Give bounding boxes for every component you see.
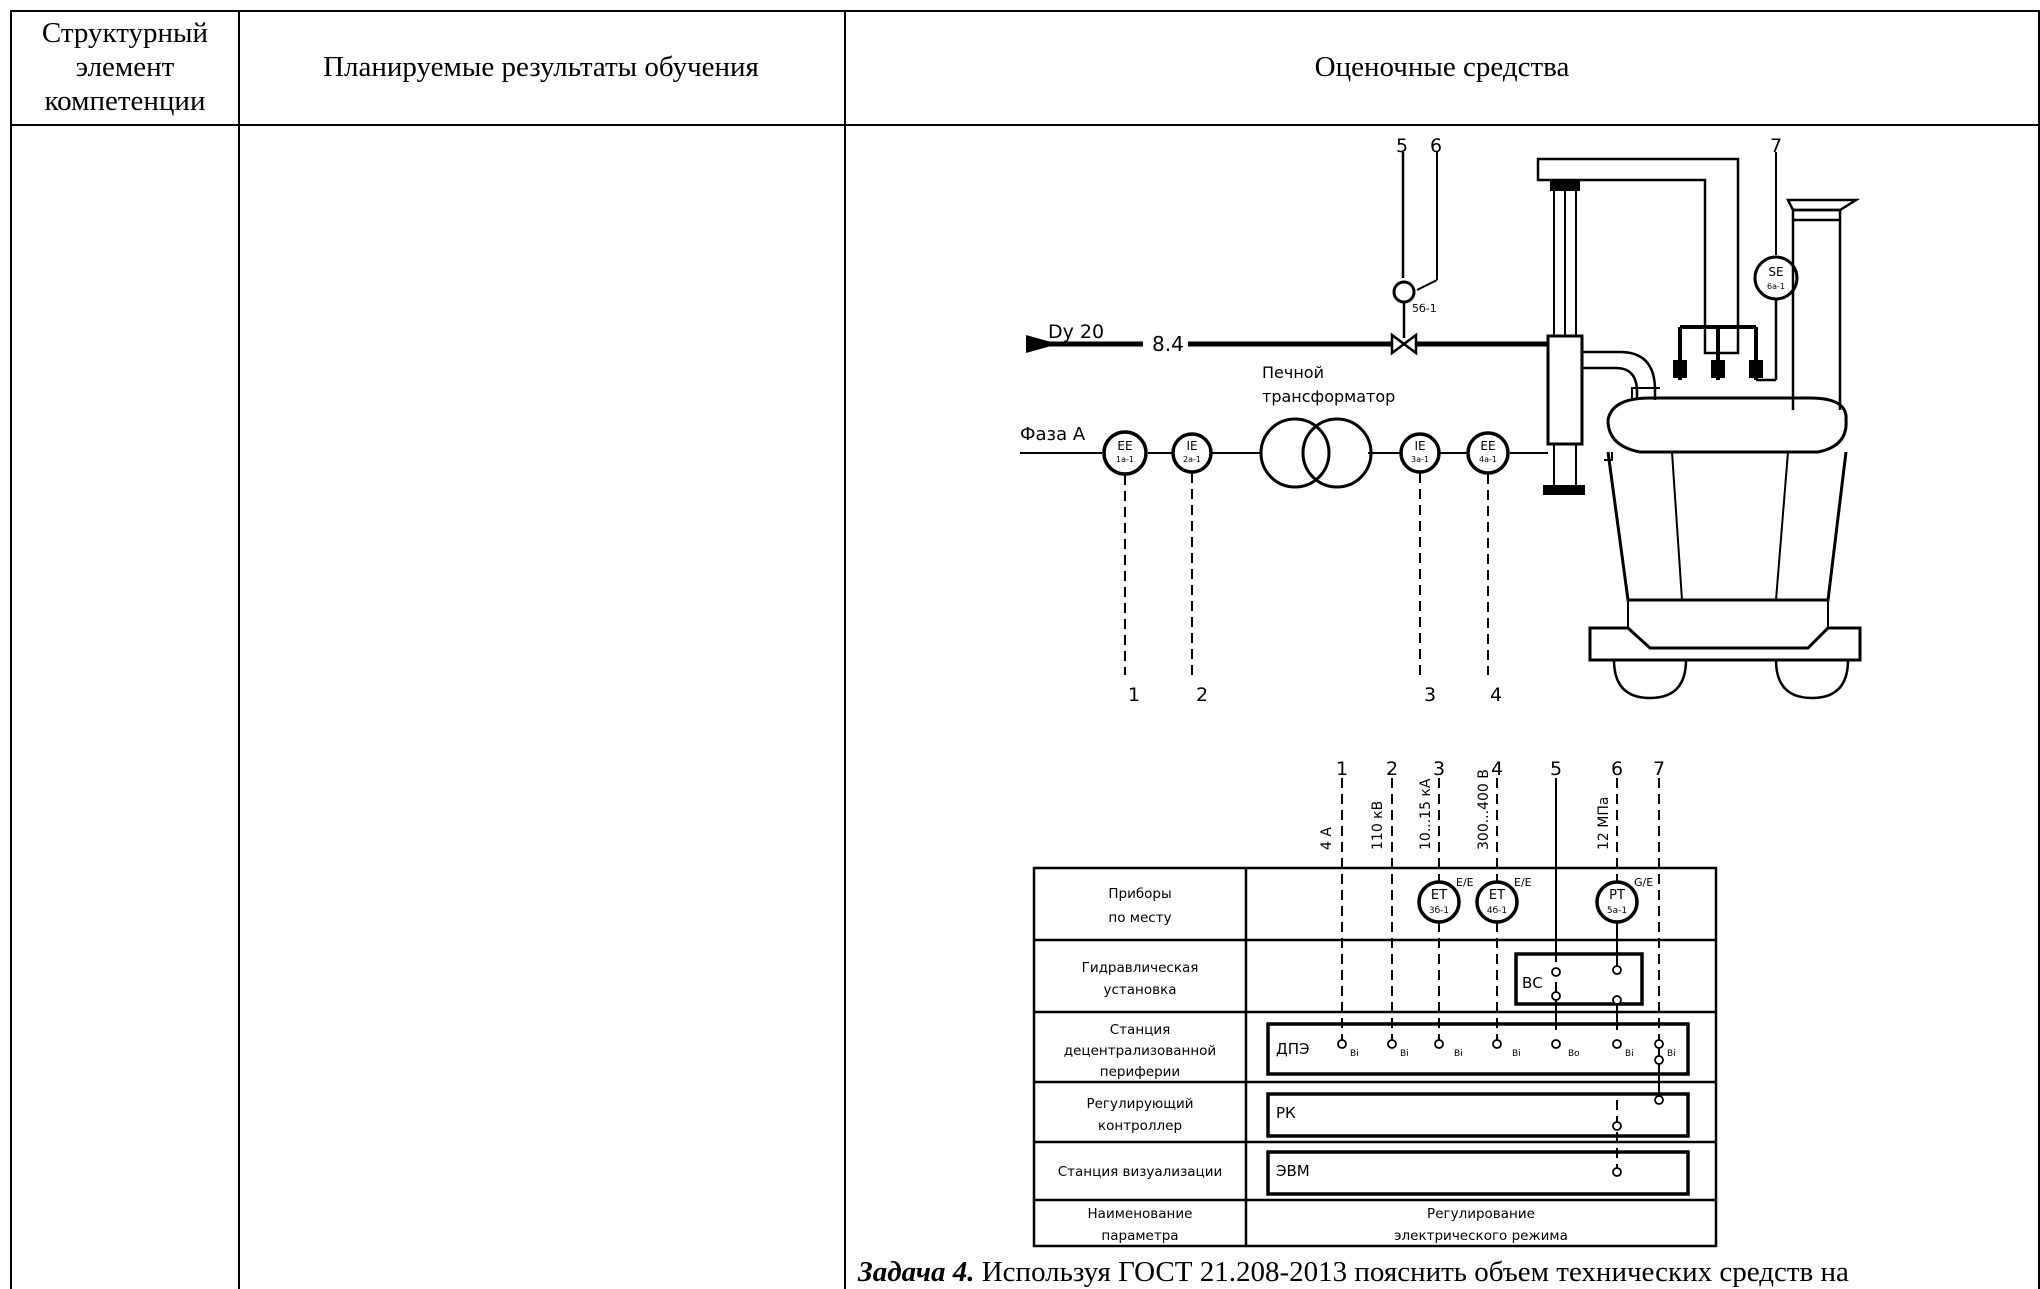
task-4-body: Используя ГОСТ 21.208-2013 пояснить объе… bbox=[974, 1256, 1849, 1288]
line-number-2: 2 bbox=[1386, 758, 1398, 780]
instrument-ie-2-code: IE bbox=[1186, 439, 1197, 453]
parameter-value-2: 110 кВ bbox=[1370, 801, 1386, 850]
callout-3: 3 bbox=[1424, 684, 1436, 706]
instrument-ie-3-code: IE bbox=[1414, 439, 1425, 453]
line-number-1: 1 bbox=[1336, 758, 1348, 780]
row-field-instruments-l1: Приборы bbox=[1108, 886, 1171, 902]
io-type-1: Bi bbox=[1350, 1049, 1359, 1059]
transformer-label-line2: трансформатор bbox=[1262, 387, 1395, 406]
field-instrument-pt-pos: 5а-1 bbox=[1607, 906, 1627, 916]
instrument-ee-1-pos: 1а-1 bbox=[1116, 455, 1134, 464]
line-number-6: 6 bbox=[1611, 758, 1623, 780]
column-divider-1 bbox=[238, 12, 240, 1289]
instrument-ee-4-pos: 4а-1 bbox=[1479, 455, 1497, 464]
field-instrument-pt-code: PT bbox=[1609, 888, 1625, 903]
instrument-ee-4-code: EE bbox=[1480, 439, 1495, 453]
header-assessment-tools: Оценочные средства bbox=[1314, 51, 1570, 84]
instrument-se-pos: 6а-1 bbox=[1767, 282, 1785, 291]
row-hydraulic-l1: Гидравлическая bbox=[1082, 960, 1199, 976]
parameter-value-5: 12 МПа bbox=[1596, 797, 1612, 850]
rk-label: РК bbox=[1276, 1104, 1296, 1122]
io-type-3: Bi bbox=[1454, 1049, 1463, 1059]
instrument-ie-3-pos: 3а-1 bbox=[1411, 455, 1429, 464]
field-instrument-et-2-pos: 4б-1 bbox=[1487, 906, 1507, 916]
row-controller-l1: Регулирующий bbox=[1086, 1096, 1193, 1112]
header-structural-element: Структурный элемент компетенции bbox=[41, 17, 209, 117]
header-divider bbox=[12, 124, 2038, 126]
document-table bbox=[10, 10, 2040, 1289]
line-number-5: 5 bbox=[1550, 758, 1562, 780]
pipe-number-label: 8.4 bbox=[1152, 332, 1184, 356]
field-instrument-et-1-code: ET bbox=[1431, 888, 1447, 903]
row-controller-l2: контроллер bbox=[1098, 1118, 1182, 1134]
callout-4: 4 bbox=[1490, 684, 1502, 706]
line-number-4: 4 bbox=[1491, 758, 1503, 780]
header-learning-outcomes: Планируемые результаты обучения bbox=[323, 51, 759, 84]
line-number-7: 7 bbox=[1653, 758, 1665, 780]
callout-5: 5 bbox=[1396, 135, 1408, 157]
evm-label: ЭВМ bbox=[1276, 1162, 1310, 1180]
io-type-2: Bi bbox=[1400, 1049, 1409, 1059]
transformer-label-line1: Печной bbox=[1262, 363, 1324, 382]
row-station-l3: периферии bbox=[1100, 1064, 1180, 1080]
parameter-name-l2: электрического режима bbox=[1394, 1228, 1568, 1244]
io-type-6: Bi bbox=[1625, 1049, 1634, 1059]
instrument-se-code: SE bbox=[1768, 265, 1783, 279]
io-type-4: Bi bbox=[1512, 1049, 1521, 1059]
instrument-ie-2-pos: 2а-1 bbox=[1183, 455, 1201, 464]
callout-2: 2 bbox=[1196, 684, 1208, 706]
column-divider-2 bbox=[844, 12, 846, 1289]
valve-position-label: 5б-1 bbox=[1412, 302, 1437, 315]
row-parameter-name-l2: параметра bbox=[1101, 1228, 1178, 1244]
phase-label: Фаза А bbox=[1020, 424, 1086, 445]
callout-6: 6 bbox=[1430, 135, 1442, 157]
parameter-value-1: 4 А bbox=[1319, 827, 1335, 850]
task-4-label: Задача 4. bbox=[858, 1256, 975, 1288]
instrument-ee-1-code: EE bbox=[1117, 439, 1132, 453]
row-station-l1: Станция bbox=[1110, 1022, 1170, 1038]
row-visualization: Станция визуализации bbox=[1058, 1164, 1223, 1180]
task-4-text: Задача 4. Используя ГОСТ 21.208-2013 поя… bbox=[858, 1256, 1849, 1289]
field-instrument-et-2-signal: E/E bbox=[1514, 876, 1532, 889]
row-field-instruments-l2: по месту bbox=[1108, 910, 1171, 926]
io-type-7: Bi bbox=[1667, 1049, 1676, 1059]
parameter-name-l1: Регулирование bbox=[1427, 1206, 1535, 1222]
line-number-3: 3 bbox=[1433, 758, 1445, 780]
field-instrument-et-2-code: ET bbox=[1489, 888, 1505, 903]
row-parameter-name-l1: Наименование bbox=[1088, 1206, 1193, 1222]
callout-7: 7 bbox=[1770, 135, 1782, 157]
io-type-5: Bo bbox=[1568, 1049, 1580, 1059]
parameter-value-3: 10...15 кА bbox=[1418, 778, 1434, 850]
row-station-l2: децентрализованной bbox=[1064, 1043, 1216, 1059]
parameter-value-4: 300...400 В bbox=[1476, 769, 1492, 850]
field-instrument-et-1-pos: 3б-1 bbox=[1429, 906, 1449, 916]
field-instrument-pt-signal: G/E bbox=[1634, 876, 1653, 889]
dpe-label: ДПЭ bbox=[1276, 1040, 1309, 1058]
pipe-diameter-label: Dy 20 bbox=[1048, 321, 1104, 343]
callout-1: 1 bbox=[1128, 684, 1140, 706]
row-hydraulic-l2: установка bbox=[1103, 982, 1176, 998]
field-instrument-et-1-signal: E/E bbox=[1456, 876, 1474, 889]
hydraulic-unit-label: ВС bbox=[1522, 974, 1543, 992]
